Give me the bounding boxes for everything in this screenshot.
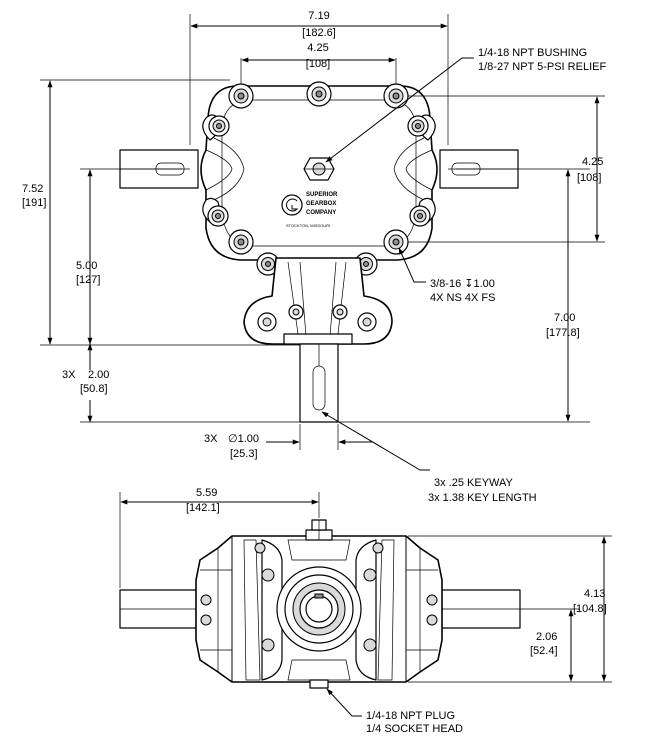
output-housing bbox=[243, 257, 393, 345]
dim-dia-prefix: 3X bbox=[204, 433, 218, 445]
dim-ext-mm: [50.8] bbox=[80, 383, 108, 395]
dim-ext-in: 2.00 bbox=[88, 369, 109, 381]
keyway-note-1: 3x .25 KEYWAY bbox=[434, 477, 514, 489]
bottom-dimension-texts: 5.59 [142.1] 4.13 [104.8] 2.06 [52.4] 1/… bbox=[186, 487, 607, 735]
dim-side-center-in: 2.06 bbox=[536, 631, 557, 643]
bottom-dimension-lines bbox=[120, 499, 607, 682]
keyway-note-2: 3x 1.38 KEY LENGTH bbox=[428, 492, 537, 504]
bottom-view: 5.59 [142.1] 4.13 [104.8] 2.06 [52.4] 1/… bbox=[119, 487, 612, 735]
dim-center-in: 5.00 bbox=[76, 260, 97, 272]
dim-side-height-in: 4.13 bbox=[584, 588, 605, 600]
dim-bolt-right-in: 4.25 bbox=[582, 156, 603, 168]
bottom-extension-lines bbox=[119, 492, 612, 683]
logo-line-1: SUPERIOR bbox=[306, 192, 338, 198]
dim-center-mm: [127] bbox=[76, 274, 100, 286]
shaft-end-bore bbox=[276, 566, 362, 652]
logo-line-3: COMPANY bbox=[306, 210, 336, 216]
plug-note-1: 1/4-18 NPT PLUG bbox=[366, 710, 455, 722]
bottom-shafts bbox=[119, 589, 521, 629]
top-dimension-texts: 7.19 [182.6] 4.25 [108] 7.52 [191] 5.00 … bbox=[22, 10, 603, 460]
dim-side-height-mm: [104.8] bbox=[573, 603, 607, 615]
tap-note-1: 3/8-16 ↧1.00 bbox=[430, 278, 495, 290]
dim-width-in: 7.19 bbox=[308, 10, 329, 22]
dim-height-mm: [191] bbox=[22, 197, 46, 209]
top-dimension-lines bbox=[47, 23, 600, 445]
bushing-note-2: 1/8-27 NPT 5-PSI RELIEF bbox=[478, 61, 606, 73]
dim-output-mm: [177.8] bbox=[546, 327, 580, 339]
dim-bolt-right-mm: [108] bbox=[577, 172, 601, 184]
top-view: SUPERIOR GEARBOX COMPANY STOCKTON, MISSO… bbox=[22, 10, 606, 504]
top-leader-lines bbox=[321, 57, 474, 471]
dim-dia-in: ∅1.00 bbox=[228, 433, 259, 445]
logo-line-4: STOCKTON, MISSOURI bbox=[286, 223, 330, 228]
dim-width-mm: [182.6] bbox=[302, 27, 336, 39]
output-shaft bbox=[299, 343, 339, 423]
bushing-note-1: 1/4-18 NPT BUSHING bbox=[478, 47, 587, 59]
housing-bolts bbox=[207, 81, 431, 276]
dim-bolt-top-in: 4.25 bbox=[307, 42, 328, 54]
breather-bushing bbox=[303, 157, 335, 181]
top-extension-lines bbox=[40, 14, 605, 450]
dim-output-in: 7.00 bbox=[554, 312, 575, 324]
top-notes: 1/4-18 NPT BUSHING 1/8-27 NPT 5-PSI RELI… bbox=[428, 47, 606, 504]
dim-halfwidth-mm: [142.1] bbox=[186, 502, 220, 514]
plug-leader bbox=[326, 688, 362, 717]
dim-side-center-mm: [52.4] bbox=[530, 645, 558, 657]
dim-halfwidth-in: 5.59 bbox=[196, 487, 217, 499]
dim-ext-prefix: 3X bbox=[62, 369, 76, 381]
dim-bolt-top-mm: [108] bbox=[306, 58, 330, 70]
dim-dia-mm: [25.3] bbox=[230, 448, 258, 460]
tap-note-2: 4X NS 4X FS bbox=[430, 292, 495, 304]
plug-note-2: 1/4 SOCKET HEAD bbox=[366, 723, 463, 735]
company-logo: SUPERIOR GEARBOX COMPANY STOCKTON, MISSO… bbox=[281, 192, 338, 228]
logo-line-2: GEARBOX bbox=[306, 201, 336, 207]
dim-height-in: 7.52 bbox=[22, 183, 43, 195]
